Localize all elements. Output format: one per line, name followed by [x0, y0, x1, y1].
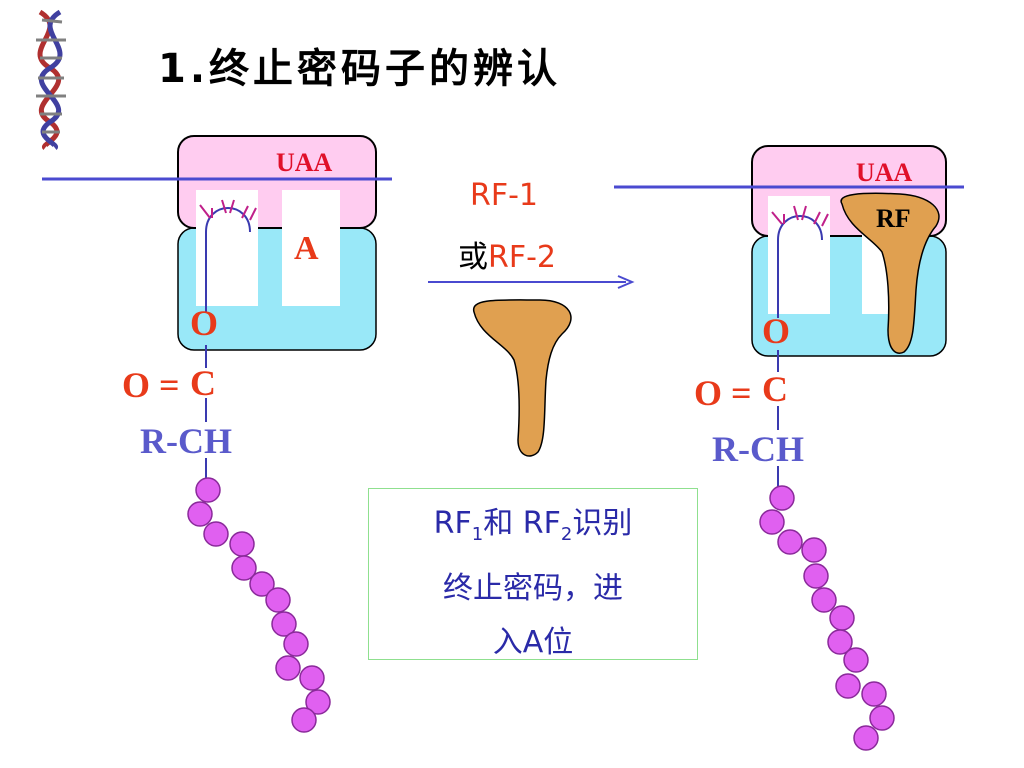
note-sub1: 1: [471, 524, 484, 545]
note-rest1: 识别: [572, 506, 633, 541]
right-ester-oxygen: O: [762, 311, 791, 351]
right-anticodon: [771, 205, 829, 227]
arrow-or-text: 或: [458, 240, 488, 275]
left-ester-oxygen: O: [190, 303, 219, 343]
arrow-label-rf2: 或RF-2: [458, 232, 556, 276]
right-rf-label: RF: [876, 204, 911, 233]
bound-release-factor: [840, 192, 940, 354]
page-title: 1.终止密码子的辨认: [158, 46, 562, 92]
right-ribosome: [614, 145, 964, 488]
left-codon-label: UAA: [276, 148, 333, 177]
note-he: 和: [483, 506, 523, 541]
left-carbonyl-oxygen: O =: [122, 365, 180, 405]
note-line-3: 入A位: [492, 625, 574, 660]
note-rf2: RF: [522, 506, 561, 541]
note-box: RF1和 RF2识别 终止密码，进 入A位: [368, 488, 698, 660]
left-a-site-label: A: [294, 230, 319, 267]
left-ribosome: [42, 135, 392, 480]
note-rf1: RF: [433, 506, 472, 541]
dna-helix-icon: [36, 9, 66, 151]
right-peptide-chain: [759, 485, 895, 751]
left-carbon: C: [190, 363, 216, 403]
right-carbon: C: [762, 369, 788, 409]
left-a-site: [282, 190, 340, 306]
right-alpha-carbon: R-CH: [712, 429, 804, 469]
release-factor-shape: [473, 299, 572, 457]
note-line-2: 终止密码，进: [443, 571, 623, 606]
note-sub2: 2: [560, 524, 573, 545]
right-codon-label: UAA: [856, 158, 913, 187]
arrow-rf2-text: RF-2: [488, 240, 557, 275]
reaction-arrow: [428, 275, 635, 289]
left-peptide-chain: [187, 477, 331, 733]
right-carbonyl-oxygen: O =: [694, 373, 752, 413]
note-line-1: RF1和 RF2识别: [369, 497, 697, 562]
left-anticodon: [199, 199, 257, 221]
left-alpha-carbon: R-CH: [140, 421, 232, 461]
arrow-label-rf1: RF-1: [470, 178, 539, 213]
